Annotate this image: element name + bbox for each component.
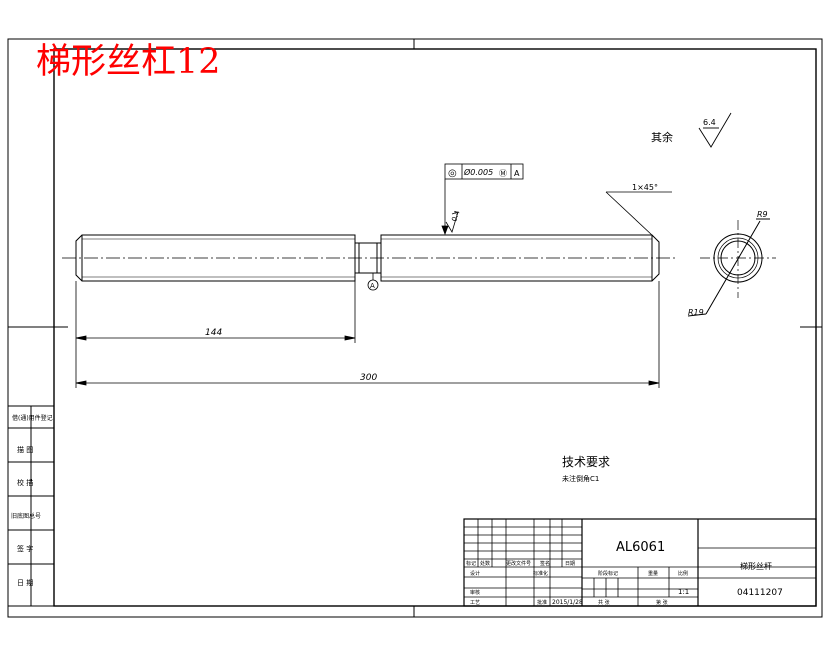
chamfer-leader [605, 191, 672, 237]
tech-requirements-body: 未注倒角C1 [562, 474, 599, 483]
end-view-thread-circle [717, 237, 759, 279]
side-panel-item-5: 日 期 [17, 579, 33, 587]
title-block-part-name: 梯形丝杆 [740, 561, 772, 571]
side-panel-item-2: 校 描 [17, 478, 33, 487]
title-block-label-count: 处数 [480, 560, 490, 567]
general-roughness-value: 6.4 [703, 118, 716, 127]
title-block-label-date: 日期 [565, 561, 575, 567]
side-panel-item-0: 借(通)用件登记 [12, 414, 53, 422]
sheet-border [7, 38, 823, 618]
title-block-date: 2015/1/28 [552, 599, 583, 606]
gdt-datum: A [514, 169, 520, 178]
datum-marker-label: A [370, 282, 375, 290]
tech-requirements-title: 技术要求 [562, 455, 610, 469]
general-roughness-symbol [698, 112, 732, 148]
title-block-label-doc-no: 更改文件号 [506, 560, 531, 567]
title-block-label-approve: 批准 [537, 599, 547, 606]
rest-label: 其余 [651, 130, 673, 144]
title-block [463, 518, 817, 607]
title-block-scale: 1:1 [678, 588, 689, 596]
dimension-144-label: 144 [205, 328, 222, 338]
dimension-144 [75, 281, 356, 388]
title-block-label-scale: 比例 [678, 570, 688, 577]
title-block-label-standardize: 标准化 [533, 570, 548, 577]
gdt-modifier: Ⓜ [499, 169, 507, 178]
part-roughness-symbol [445, 211, 459, 233]
datum-marker [367, 273, 379, 291]
radius-outer-label: R19 [688, 308, 704, 317]
title-block-label-weight: 重量 [648, 570, 658, 577]
title-block-label-review: 审核 [470, 589, 480, 596]
shaft-view [62, 234, 678, 282]
part-roughness-value: 0.4 [450, 209, 462, 223]
title-block-label-sign: 签名 [540, 560, 550, 567]
watermark-title: 梯形丝杠12 [36, 42, 221, 82]
side-panel-item-1: 描 图 [17, 445, 33, 454]
title-block-label-process: 工艺 [470, 600, 480, 606]
end-view-outer-circle [713, 233, 763, 283]
title-block-drawing-number: 04111207 [737, 588, 783, 598]
title-block-label-total-sheets: 共 张 [598, 599, 610, 606]
title-block-label-design: 设计 [470, 570, 480, 577]
end-view-inner-circle [720, 240, 756, 276]
chamfer-label: 1×45° [632, 183, 658, 192]
dimension-300 [75, 281, 660, 388]
gdt-value: Ø0.005 [463, 167, 493, 177]
radius-inner-label: R9 [757, 210, 768, 219]
side-panel-item-4: 签 字 [17, 544, 33, 553]
end-view [687, 218, 776, 317]
side-panel [8, 405, 54, 607]
title-block-label-sheet-no: 第 张 [656, 599, 668, 606]
title-block-label-stage-mark: 阶段标记 [598, 570, 618, 577]
title-block-material: AL6061 [616, 540, 665, 555]
side-panel-item-3: 旧底图总号 [11, 512, 41, 520]
dimension-300-label: 300 [360, 373, 377, 383]
gdt-symbol: ◎ [448, 168, 457, 179]
title-block-label-mark: 标记 [466, 560, 476, 567]
gdt-frame [441, 163, 524, 236]
